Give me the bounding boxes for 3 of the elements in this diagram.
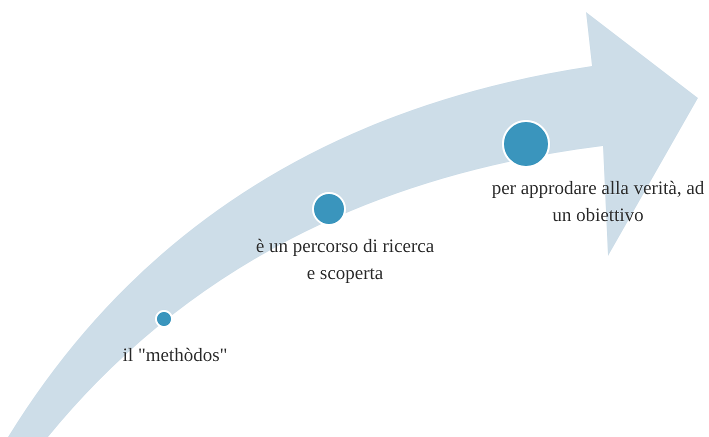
step-caption: il "methòdos" xyxy=(122,344,228,368)
step-caption: per approdare alla verità, ad un obiettivo xyxy=(490,177,706,228)
step-caption: è un percorso di ricerca e scoperta xyxy=(254,235,436,286)
